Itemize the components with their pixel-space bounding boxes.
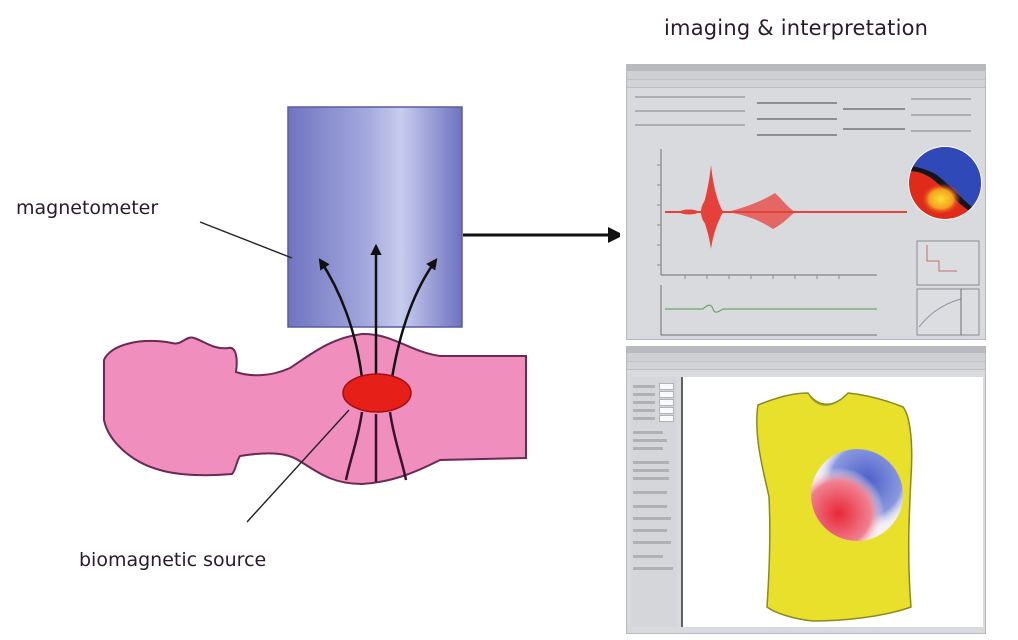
field-lines-upper bbox=[318, 243, 438, 379]
measurement-diagram bbox=[103, 106, 620, 523]
window-menubar[interactable] bbox=[627, 80, 985, 88]
secondary-trace bbox=[660, 285, 877, 336]
control-sidebar[interactable] bbox=[631, 377, 677, 627]
source-leader-line bbox=[246, 409, 350, 523]
section-title: imaging & interpretation bbox=[664, 16, 929, 40]
window-toolbar[interactable] bbox=[627, 353, 985, 362]
red-waveform bbox=[665, 165, 907, 249]
inset-plot-top bbox=[916, 240, 980, 286]
3d-torso-visualization-window bbox=[626, 346, 986, 634]
signal-plots bbox=[657, 146, 982, 336]
window-toolbar[interactable] bbox=[627, 71, 985, 80]
biomagnetic-source-label: biomagnetic source bbox=[79, 549, 267, 571]
window-titlebar bbox=[627, 347, 985, 353]
biomagnetic-source-ellipse bbox=[342, 373, 412, 413]
torso-render bbox=[756, 392, 913, 622]
magnetometer-leader-line bbox=[199, 221, 293, 259]
patient-body bbox=[103, 332, 527, 486]
isofield-map bbox=[908, 146, 982, 220]
main-waveform-plot bbox=[657, 149, 877, 279]
inset-plot-bottom bbox=[916, 288, 980, 336]
field-lines-lower bbox=[344, 411, 408, 482]
torso-3d-view[interactable] bbox=[681, 377, 983, 627]
signal-analysis-window bbox=[626, 64, 986, 340]
window-titlebar bbox=[627, 65, 985, 71]
arrow-head-icon bbox=[608, 227, 620, 243]
body-silhouette bbox=[103, 332, 527, 486]
magnetometer-label: magnetometer bbox=[16, 197, 159, 219]
parameter-panel bbox=[627, 88, 985, 146]
window-menubar[interactable] bbox=[627, 362, 985, 370]
